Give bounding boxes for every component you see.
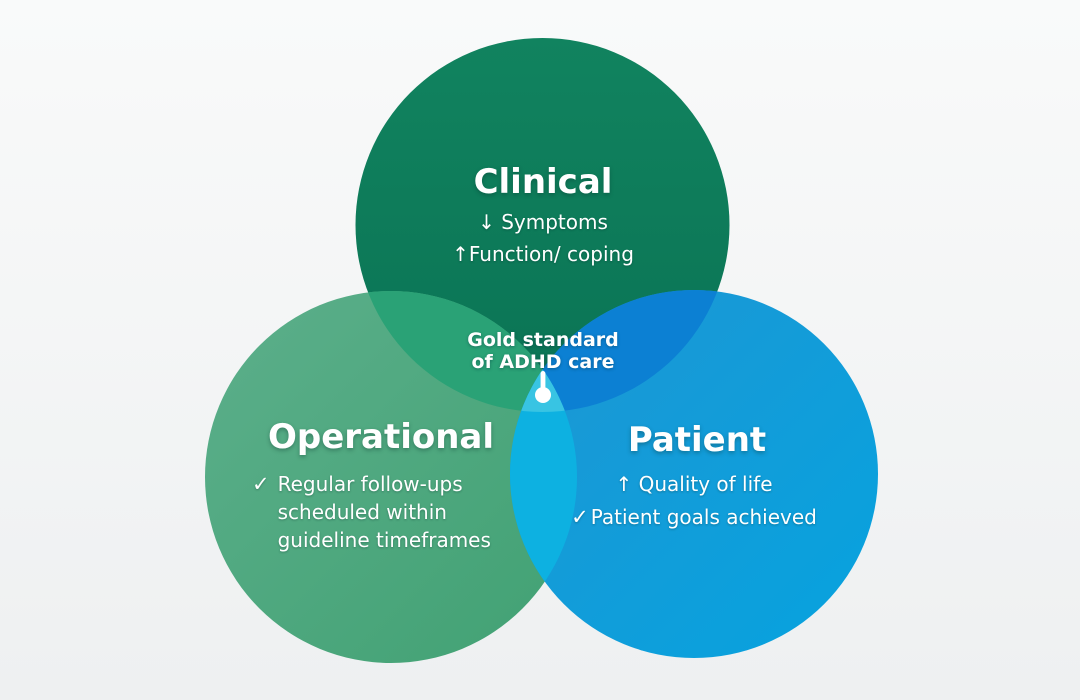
patient-item-goals: ✓Patient goals achieved	[571, 501, 817, 534]
patient-items: ↑ Quality of life ✓Patient goals achieve…	[571, 468, 817, 534]
clinical-item-symptoms: ↓ Symptoms	[478, 210, 608, 234]
clinical-title: Clinical	[473, 162, 613, 202]
check-icon: ✓	[571, 505, 589, 529]
center-label-line2: of ADHD care	[471, 351, 615, 373]
clinical-items: ↓ Symptoms ↑Function/ coping	[452, 206, 634, 270]
operational-title: Operational	[267, 417, 495, 457]
center-label-line1: Gold standard	[467, 329, 619, 351]
clinical-patient-overlap	[510, 290, 730, 412]
clinical-item-function-coping: ↑Function/ coping	[452, 242, 634, 266]
patient-title: Patient	[627, 420, 767, 460]
patient-item-quality-of-life: ↑ Quality of life	[615, 472, 773, 496]
patient-item-goals-text: Patient goals achieved	[590, 505, 817, 529]
check-icon: ✓	[252, 472, 270, 496]
operational-bullet: ✓ Regular follow-ups scheduled within gu…	[252, 470, 496, 554]
pin-marker-icon	[535, 371, 551, 403]
center-label: Gold standard of ADHD care	[467, 329, 619, 373]
clinical-operational-overlap	[355, 291, 577, 412]
operational-bullet-text: Regular follow-ups scheduled within guid…	[277, 472, 491, 552]
